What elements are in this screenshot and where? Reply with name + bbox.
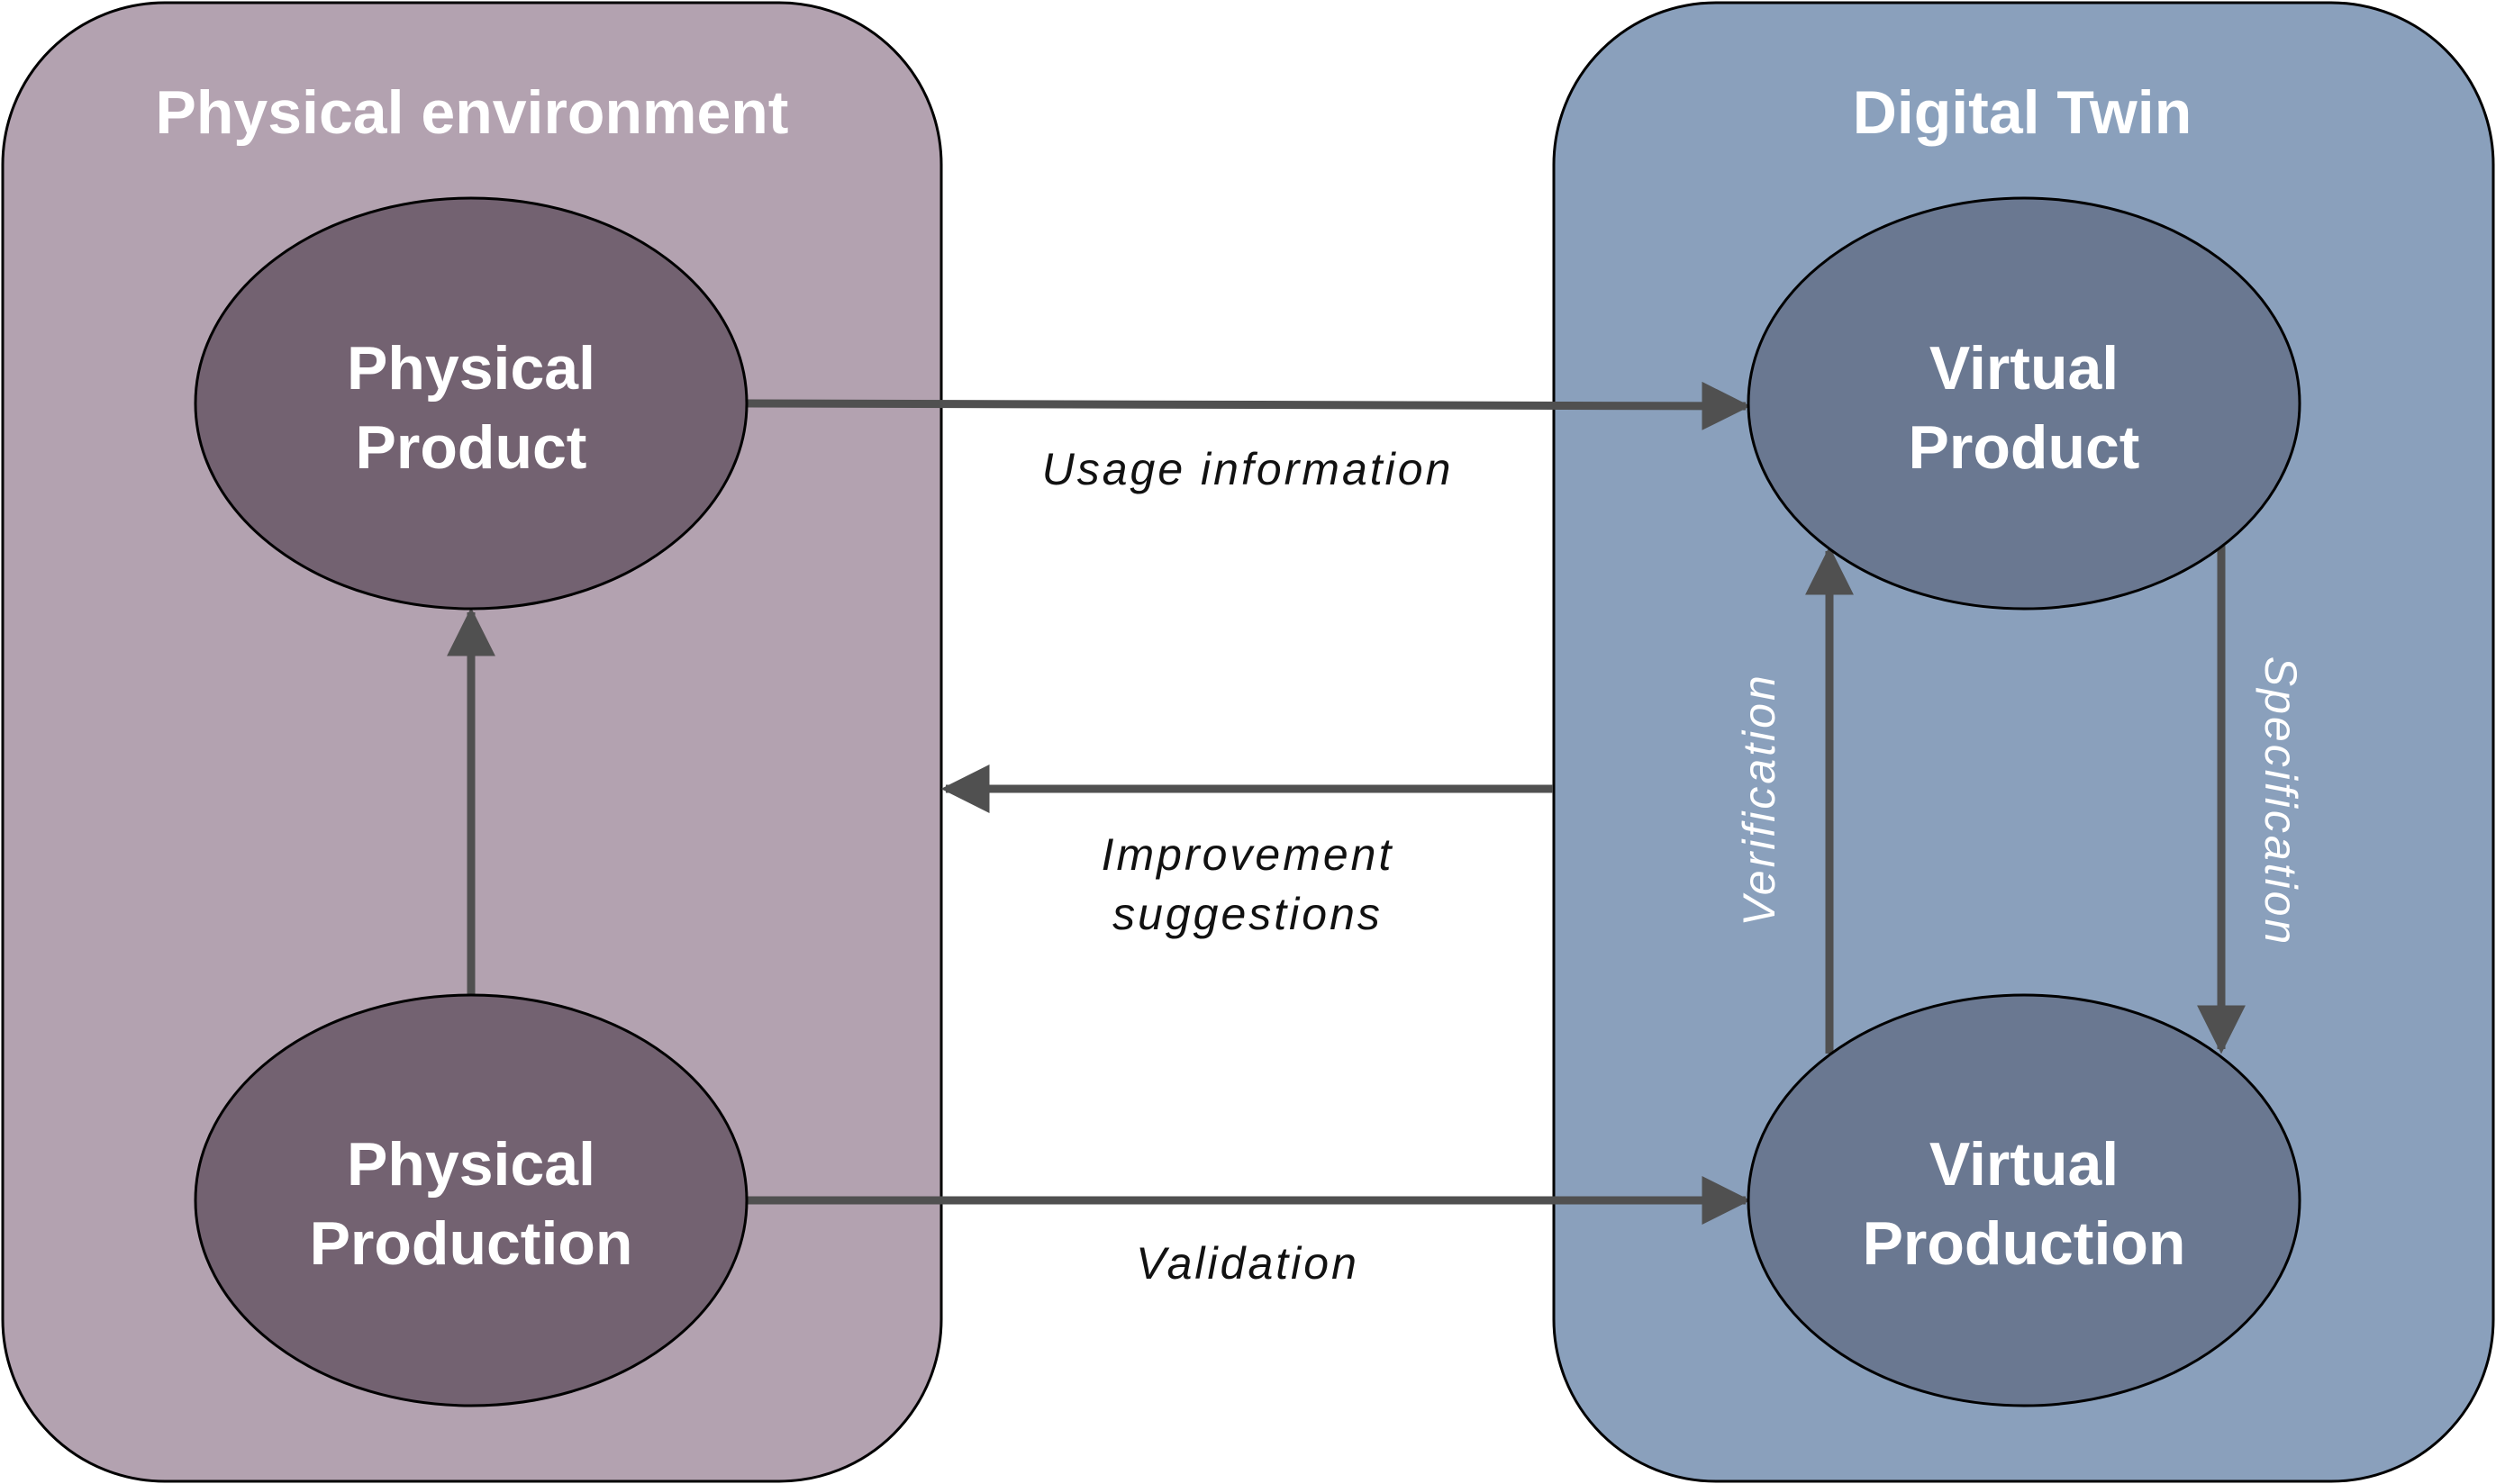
physical-environment-title: Physical environment (156, 78, 789, 147)
usage-information-arrow (747, 381, 1751, 430)
virtual-production-label-2: Production (1863, 1209, 2186, 1278)
virtual-production-label-1: Virtual (1929, 1130, 2119, 1199)
verification-label: Verification (1734, 673, 1784, 926)
specification-label: Specification (2255, 656, 2306, 947)
physical-product-node: Physical Product (194, 196, 749, 611)
physical-production-label-1: Physical (347, 1130, 595, 1199)
digital-twin-title: Digital Twin (1853, 78, 2192, 147)
physical-product-label-1: Physical (347, 334, 595, 403)
improvement-suggestions-label-2: suggestions (1112, 889, 1383, 939)
usage-information-label: Usage information (1042, 444, 1454, 494)
virtual-production-node: Virtual Production (1747, 993, 2301, 1407)
virtual-product-label-1: Virtual (1929, 334, 2119, 403)
physical-production-label-2: Production (310, 1209, 633, 1278)
improvement-suggestions-label-1: Improvement (1102, 829, 1394, 880)
virtual-product-node: Virtual Product (1747, 196, 2301, 611)
physical-production-node: Physical Production (194, 993, 749, 1407)
virtual-product-label-2: Product (1909, 413, 2140, 482)
physical-product-label-2: Product (356, 413, 587, 482)
validation-label: Validation (1136, 1238, 1359, 1289)
